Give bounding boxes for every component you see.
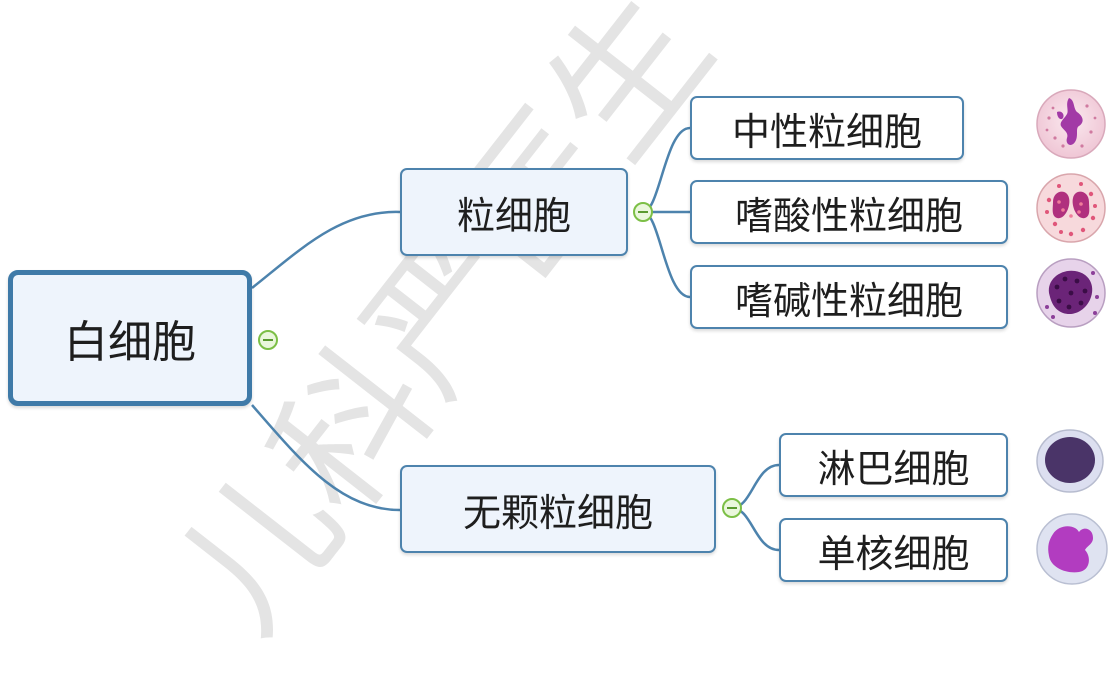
root-node-label: 白细胞 bbox=[64, 317, 196, 368]
node-neutrophil-label: 中性粒细胞 bbox=[731, 109, 922, 154]
minus-icon bbox=[727, 507, 737, 509]
node-lymphocyte[interactable]: 淋巴细胞 bbox=[779, 433, 1008, 497]
node-basophil-label: 嗜碱性粒细胞 bbox=[734, 278, 963, 323]
node-eosinophil-label: 嗜酸性粒细胞 bbox=[734, 193, 963, 238]
node-monocyte[interactable]: 单核细胞 bbox=[779, 518, 1008, 582]
eosinophil-cell-icon bbox=[1036, 173, 1106, 243]
granulocyte-collapse-toggle[interactable] bbox=[633, 202, 653, 222]
node-basophil[interactable]: 嗜碱性粒细胞 bbox=[690, 265, 1008, 329]
lymphocyte-cell-icon bbox=[1036, 429, 1104, 493]
connector-granulocyte-neutrophil bbox=[642, 126, 691, 214]
neutrophil-cell-icon bbox=[1036, 89, 1106, 159]
node-eosinophil[interactable]: 嗜酸性粒细胞 bbox=[690, 180, 1008, 244]
minus-icon bbox=[263, 339, 273, 341]
monocyte-cell-icon bbox=[1036, 513, 1108, 585]
node-neutrophil[interactable]: 中性粒细胞 bbox=[690, 96, 964, 160]
node-granulocyte-label: 粒细胞 bbox=[456, 193, 571, 238]
minus-icon bbox=[638, 211, 648, 213]
node-granulocyte[interactable]: 粒细胞 bbox=[400, 168, 628, 256]
node-agranulocyte[interactable]: 无颗粒细胞 bbox=[400, 465, 716, 553]
root-node-white-blood-cell[interactable]: 白细胞 bbox=[8, 270, 252, 406]
node-monocyte-label: 单核细胞 bbox=[817, 531, 970, 576]
root-collapse-toggle[interactable] bbox=[258, 330, 278, 350]
connector-granulocyte-basophil bbox=[642, 210, 691, 299]
agranulocyte-collapse-toggle[interactable] bbox=[722, 498, 742, 518]
connector-root-granulocyte bbox=[251, 210, 401, 289]
node-lymphocyte-label: 淋巴细胞 bbox=[817, 446, 970, 491]
connector-root-agranulocyte bbox=[251, 404, 401, 512]
basophil-cell-icon bbox=[1036, 258, 1106, 328]
node-agranulocyte-label: 无颗粒细胞 bbox=[462, 490, 653, 535]
